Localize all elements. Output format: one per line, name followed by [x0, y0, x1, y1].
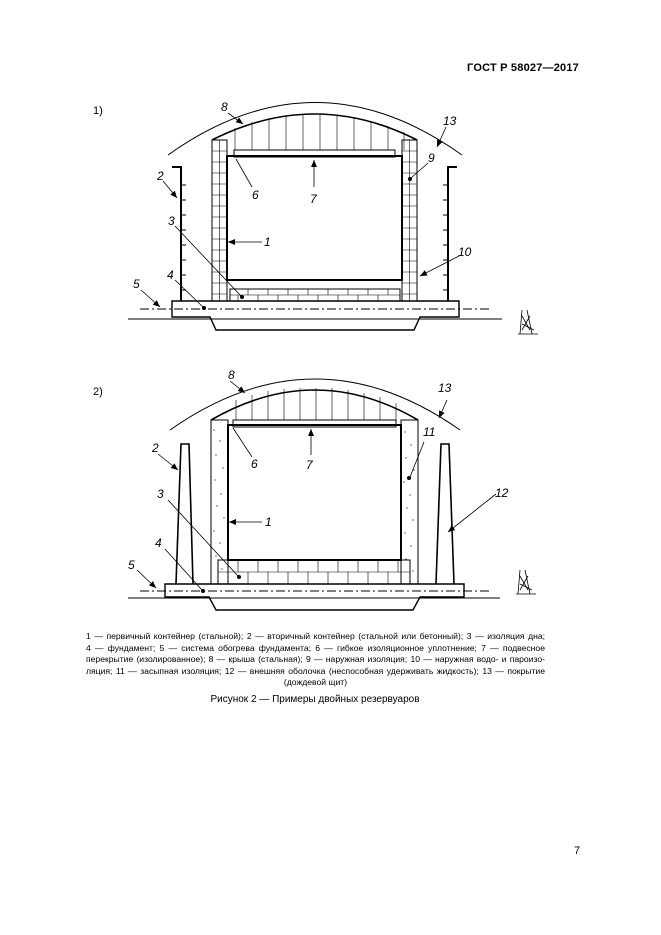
label-3: 3 [157, 487, 164, 501]
label-7: 7 [310, 192, 318, 206]
label-13: 13 [443, 114, 457, 128]
legend-line: перекрытие (изолированное); 8 — крыша (с… [86, 654, 545, 665]
figure-2-labels: 8 13 11 6 7 2 3 1 12 4 5 [128, 368, 509, 572]
label-8: 8 [221, 100, 228, 114]
label-4: 4 [155, 536, 162, 550]
legend-line: 4 — фундамент; 5 — система обогрева фунд… [86, 642, 545, 653]
ground-symbol-icon [516, 569, 536, 595]
figure-1-labels: 8 13 9 6 7 2 3 1 10 4 5 [133, 100, 472, 291]
label-7: 7 [306, 458, 314, 472]
label-5: 5 [133, 277, 140, 291]
legend-line: ляция; 11 — засыпная изоляция; 12 — внеш… [86, 665, 545, 676]
label-13: 13 [438, 381, 452, 395]
ground-symbol-icon [518, 309, 538, 335]
legend-line: 1 — первичный контейнер (стальной); 2 — … [86, 631, 545, 641]
label-6: 6 [251, 457, 258, 471]
label-11: 11 [423, 425, 435, 439]
label-1: 1 [264, 235, 271, 249]
label-8: 8 [228, 368, 235, 382]
label-2: 2 [156, 169, 164, 183]
label-1: 1 [265, 515, 272, 529]
label-6: 6 [252, 188, 259, 202]
label-12: 12 [495, 486, 509, 500]
figure-caption: Рисунок 2 — Примеры двойных резервуаров [210, 694, 420, 705]
figure-legend: 1 — первичный контейнер (стальной); 2 — … [86, 631, 545, 689]
label-3: 3 [168, 214, 175, 228]
label-4: 4 [167, 268, 174, 282]
label-9: 9 [428, 151, 435, 165]
legend-line: (дождевой щит) [283, 677, 348, 688]
label-5: 5 [128, 558, 135, 572]
figure-1-number: 1) [93, 105, 103, 117]
label-10: 10 [458, 245, 472, 259]
figure-1-drawing [128, 102, 538, 335]
page-number: 7 [574, 845, 581, 857]
label-2: 2 [151, 441, 159, 455]
document-standard-header: ГОСТ Р 58027—2017 [467, 62, 579, 74]
figure-2-number: 2) [93, 386, 103, 398]
figure-2-drawing [128, 378, 536, 611]
